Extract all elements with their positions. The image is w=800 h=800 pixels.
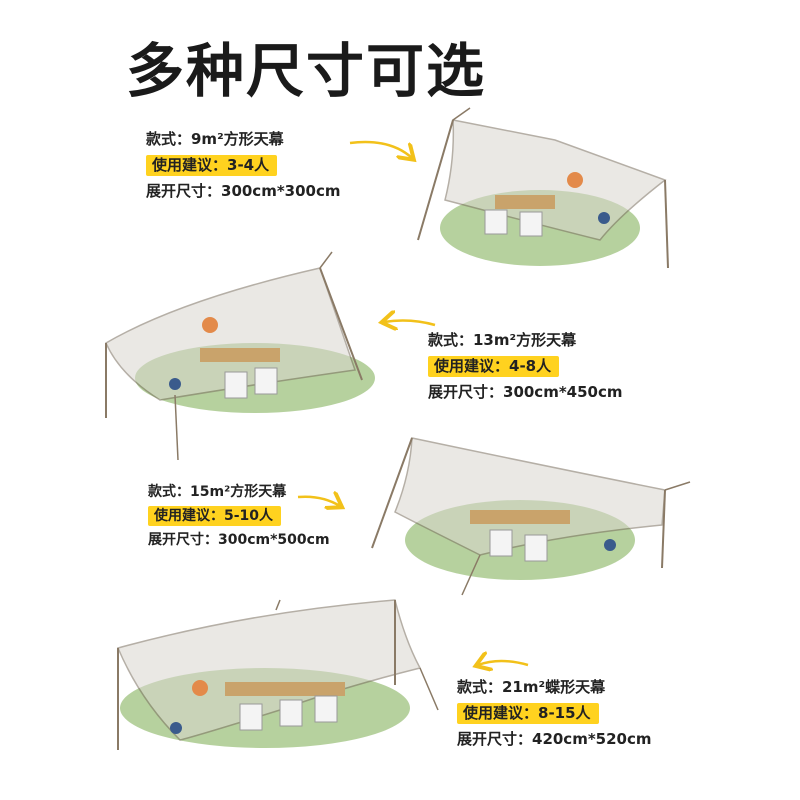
spec-block-15m2: 款式：15m²方形天幕 使用建议：5-10人 展开尺寸：300cm*500cm <box>148 481 330 551</box>
tarp-scene-13m2 <box>105 251 375 461</box>
suggest-badge: 使用建议：4-8人 <box>428 355 560 377</box>
style-label: 款式：21m²蝶形天幕 <box>457 677 606 696</box>
tarp-scene-21m2 <box>116 599 439 750</box>
spec-block-9m2: 款式：9m²方形天幕 使用建议：3-4人 展开尺寸：300cm*300cm <box>146 128 341 202</box>
suggest-badge: 使用建议：3-4人 <box>146 154 278 176</box>
page-title: 多种尺寸可选 <box>126 37 487 105</box>
arrow-icon <box>384 321 436 325</box>
suggest-badge: 使用建议：5-10人 <box>148 506 282 526</box>
style-label: 款式：15m²方形天幕 <box>148 484 287 500</box>
size-label: 展开尺寸：300cm*500cm <box>148 532 330 548</box>
size-label: 展开尺寸：420cm*520cm <box>457 729 652 748</box>
tarp-scene-9m2 <box>417 107 669 269</box>
suggest-badge: 使用建议：8-15人 <box>457 702 599 724</box>
spec-block-21m2: 款式：21m²蝶形天幕 使用建议：8-15人 展开尺寸：420cm*520cm <box>457 676 652 750</box>
style-label: 款式：13m²方形天幕 <box>428 330 577 349</box>
arrow-icon <box>478 661 529 665</box>
tarp-scene-15m2 <box>371 437 691 596</box>
arrow-icon <box>297 497 340 506</box>
size-label: 展开尺寸：300cm*450cm <box>428 382 623 401</box>
size-label: 展开尺寸：300cm*300cm <box>146 181 341 200</box>
arrow-icon <box>349 140 412 158</box>
style-label: 款式：9m²方形天幕 <box>146 129 284 148</box>
spec-block-13m2: 款式：13m²方形天幕 使用建议：4-8人 展开尺寸：300cm*450cm <box>428 329 623 403</box>
